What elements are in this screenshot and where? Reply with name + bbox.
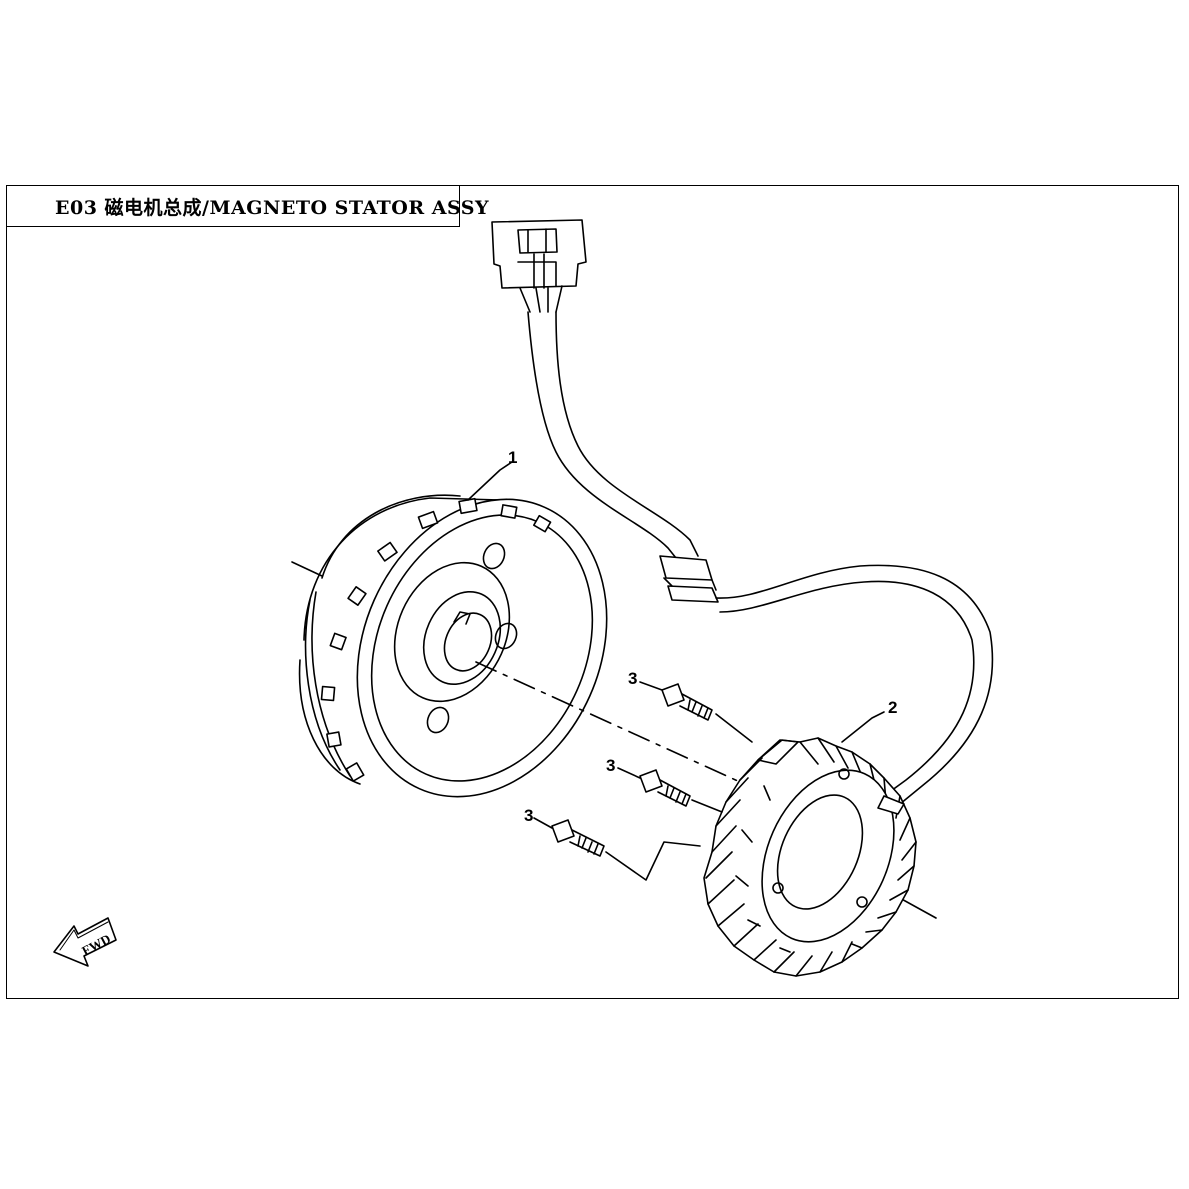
leader-line-3-top	[639, 681, 663, 691]
drawing-frame	[6, 185, 1179, 999]
bolt-top	[661, 683, 753, 743]
diagram-title: E03 磁电机总成/MAGNETO STATOR ASSY	[6, 185, 489, 227]
fwd-arrow-icon	[53, 917, 117, 967]
leader-line-3-bottom	[533, 817, 553, 829]
callout-3-bottom: 3	[524, 806, 533, 825]
leader-line-3-middle	[617, 767, 641, 779]
callout-3-middle: 3	[606, 756, 615, 775]
leader-line-1	[467, 461, 513, 501]
bolt-middle	[639, 769, 723, 813]
leader-line-2	[841, 711, 885, 743]
callout-1: 1	[508, 448, 517, 467]
flywheel-rotor	[298, 494, 608, 798]
wire-harness	[491, 219, 994, 805]
stator-coil	[703, 737, 917, 977]
callout-3-top: 3	[628, 669, 637, 688]
diagram-title-text: E03 磁电机总成/MAGNETO STATOR ASSY	[55, 196, 490, 219]
callout-2: 2	[888, 698, 897, 717]
bolt-bottom	[551, 819, 701, 881]
